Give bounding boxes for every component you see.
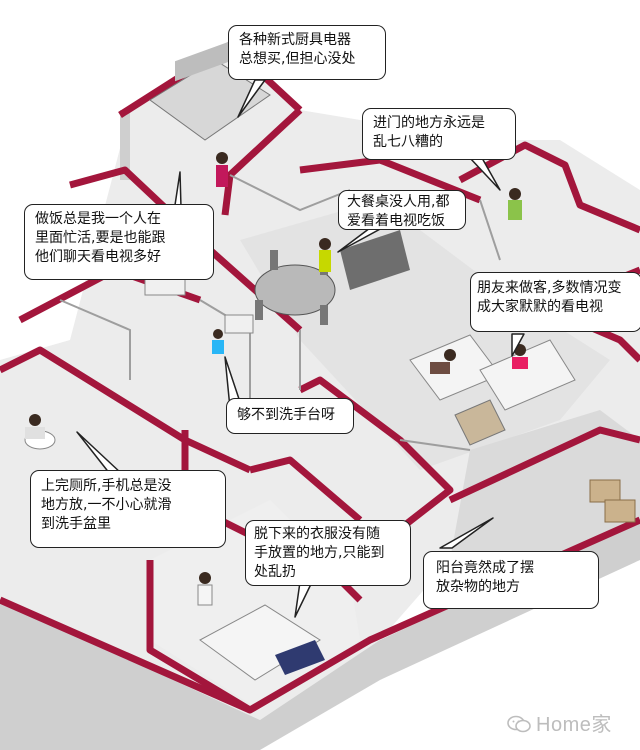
- callout-sink-reach: 够不到洗手台呀: [226, 398, 354, 434]
- callout-clothes: 脱下来的衣服没有随 手放置的地方,只能到 处乱扔: [245, 520, 411, 586]
- callout-balcony: 阳台竟然成了摆 放杂物的地方: [423, 551, 599, 609]
- callout-dining-table: 大餐桌没人用,都 爱看着电视吃饭: [338, 190, 466, 230]
- inner-walls: [59, 174, 501, 451]
- callout-cooking-alone: 做饭总是我一个人在 里面忙活,要是也能跟 他们聊天看电视多好: [24, 204, 214, 280]
- callout-phone-bathroom: 上完厕所,手机总是没 地方放,一不小心就滑 到洗手盆里: [30, 470, 226, 548]
- callout-kitchen-appliances: 各种新式厨具电器 总想买,但担心没处: [228, 25, 386, 80]
- callout-guests-tv: 朋友来做客,多数情况变 成大家默默的看电视: [470, 272, 640, 332]
- wechat-icon: [507, 715, 531, 733]
- watermark-text: Home家: [536, 714, 612, 736]
- watermark: Home家: [506, 708, 612, 737]
- callout-entrance-mess: 进门的地方永远是 乱七八糟的: [362, 108, 516, 160]
- people: [25, 152, 528, 606]
